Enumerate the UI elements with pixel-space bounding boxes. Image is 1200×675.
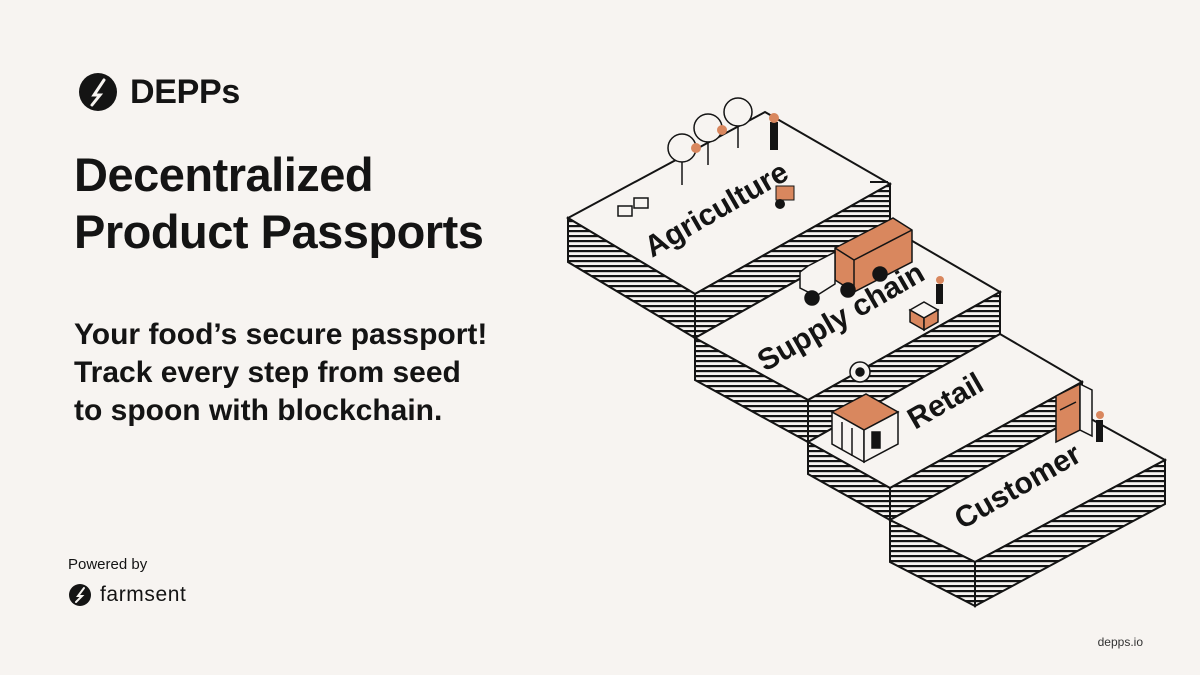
trees-illustration <box>667 97 753 185</box>
fridge-icon <box>1055 382 1093 444</box>
tagline-line-3: to spoon with blockchain. <box>74 394 443 427</box>
page-title: Decentralized Product Passports <box>74 146 484 260</box>
farmer-icon <box>769 113 779 150</box>
tractor-icon <box>775 185 795 209</box>
farmsent-logo-icon <box>69 584 91 606</box>
step-agriculture: Agriculture <box>565 110 893 340</box>
brand-header: DEPPs <box>78 72 240 112</box>
brand-name: DEPPs <box>130 72 240 111</box>
powered-by-label: Powered by <box>68 556 148 573</box>
customer-person-icon <box>1096 411 1104 442</box>
step-customer: Customer <box>887 412 1168 608</box>
site-url: depps.io <box>1097 635 1143 649</box>
partner-name: farmsent <box>100 583 187 606</box>
partner-brand: farmsent <box>68 583 187 607</box>
truck-icon <box>799 217 913 306</box>
title-line-1: Decentralized <box>74 148 374 201</box>
crates-icon <box>617 197 649 217</box>
tagline-line-2: Track every step from seed <box>74 356 461 389</box>
box-icon <box>908 301 940 332</box>
tagline-line-1: Your food’s secure passport! <box>74 318 488 351</box>
title-line-2: Product Passports <box>74 205 484 258</box>
tagline: Your food’s secure passport! Track every… <box>74 316 487 430</box>
worker-icon <box>936 276 944 304</box>
shop-icon <box>830 361 900 464</box>
depps-logo-icon <box>79 73 117 111</box>
